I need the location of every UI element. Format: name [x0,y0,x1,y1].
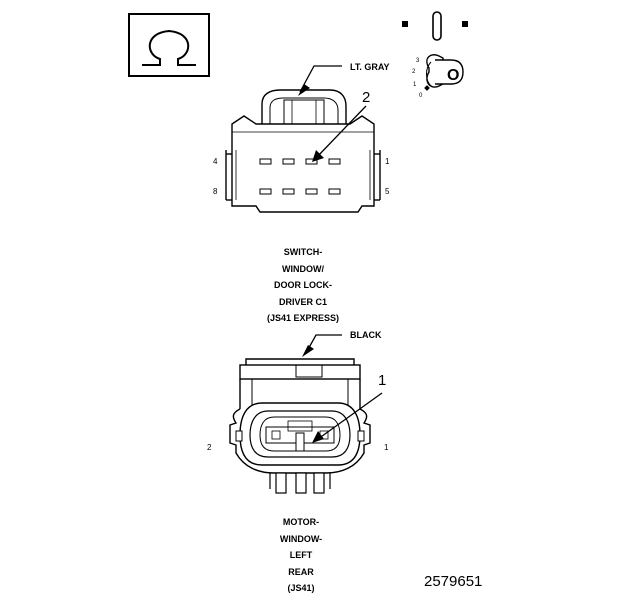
connector-1-pin-5: 5 [385,187,390,196]
connector-1-pin-8: 8 [213,187,218,196]
connector-2-callout-number: 1 [378,372,387,389]
connector-2-pin-1: 1 [384,443,389,452]
connector-1-color-label: LT. GRAY [350,62,390,72]
switch-connector-c1 [225,65,381,213]
connector-1-pin-4: 4 [213,157,218,166]
caption-line: MOTOR- [282,517,320,527]
ignition-key-icon [402,11,468,91]
connector-2-caption: MOTOR- WINDOW- LEFT REAR (JS41) [241,514,361,597]
motor-connector [229,334,383,494]
connector-1-pin-1: 1 [385,157,390,166]
caption-line: WINDOW- [279,533,323,544]
key-position-0: 0 [419,93,423,99]
caption-line: DOOR LOCK- [274,280,332,290]
key-letter: O [447,67,460,84]
caption-line: (JS41) [287,583,315,593]
key-position-2: 2 [412,69,416,75]
caption-line: SWITCH- [283,247,323,257]
connector-1-callout-number: 2 [362,89,371,106]
caption-line: DRIVER C1 [278,296,327,307]
caption-line: LEFT [289,550,313,560]
figure-number: 2579651 [424,573,483,590]
caption-line: WINDOW/ [282,263,324,274]
key-position-1: 1 [413,82,417,88]
caption-line: REAR [288,566,314,577]
key-position-3: 3 [416,58,420,64]
connector-2-pin-2: 2 [207,443,212,452]
connector-1-caption: SWITCH- WINDOW/ DOOR LOCK- DRIVER C1 (JS… [243,244,363,327]
ohm-icon [128,13,210,77]
caption-line: (JS41 EXPRESS) [266,313,340,323]
connector-2-color-label: BLACK [350,330,382,340]
